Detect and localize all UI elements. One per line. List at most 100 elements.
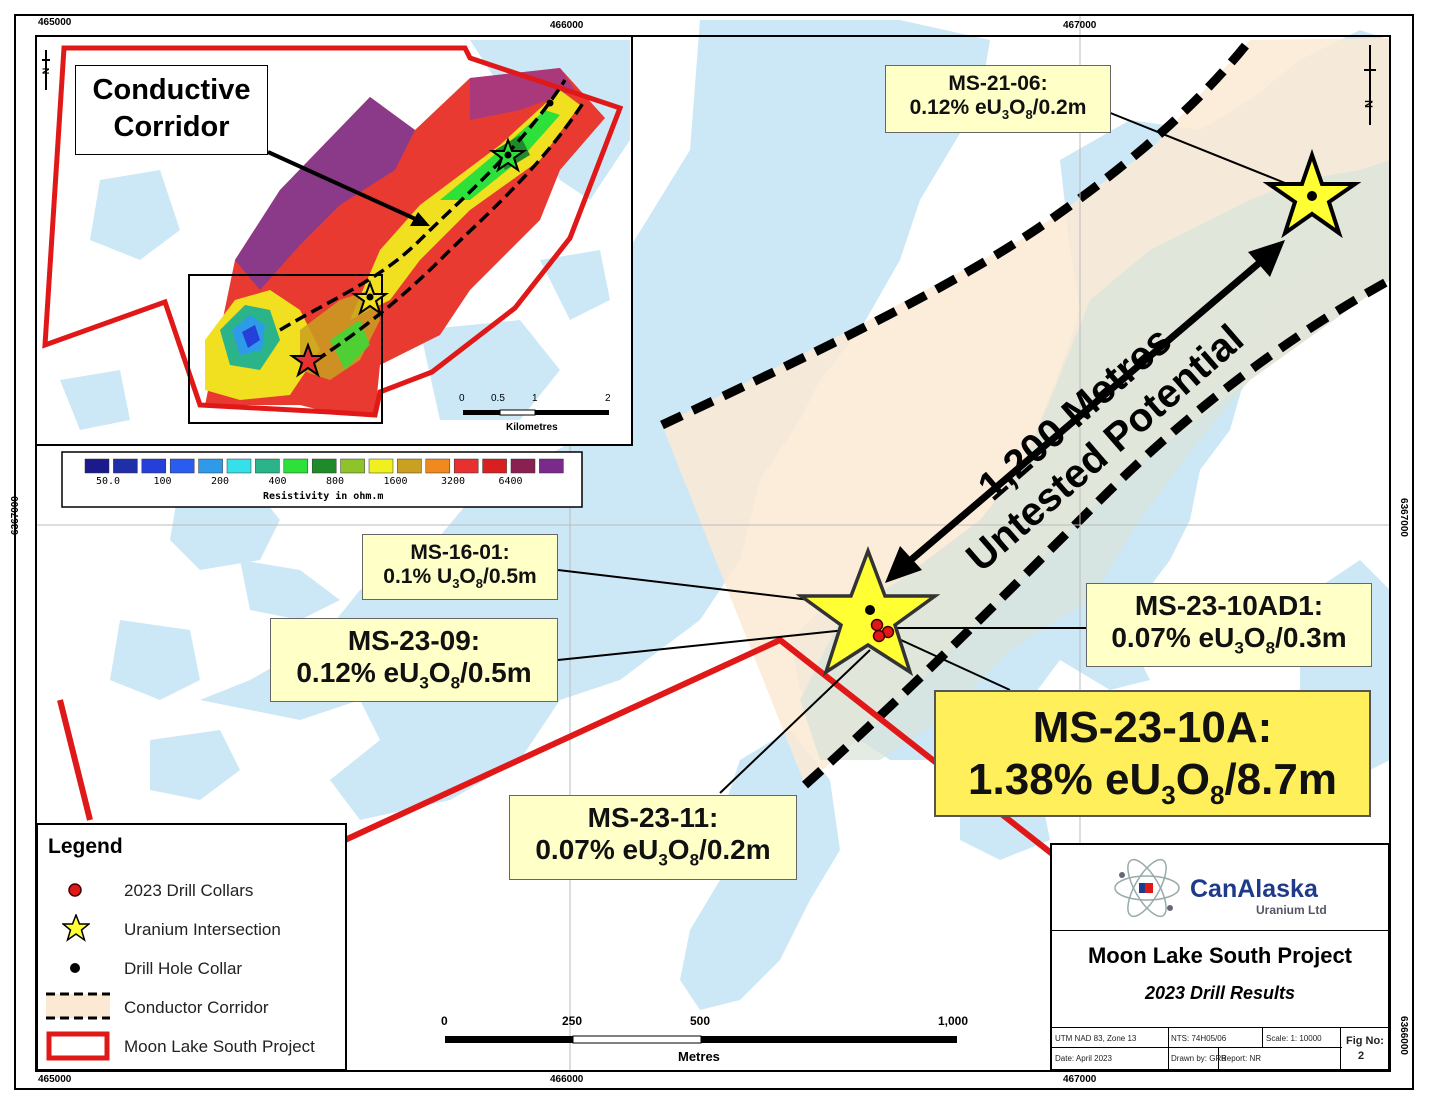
figure-number-label: Fig No:	[1346, 1035, 1384, 1047]
dashed-band-icon	[46, 992, 110, 1020]
inset-scale-tick-0: 0	[459, 393, 465, 404]
legend-item-drill-hole-collar: Drill Hole Collar	[38, 951, 345, 985]
easting-label-bottom-2: 466000	[550, 1074, 584, 1085]
resistivity-caption: Resistivity in ohm.m	[263, 491, 384, 502]
legend-item-drill-collars: 2023 Drill Collars	[38, 873, 345, 907]
legend-label: 2023 Drill Collars	[124, 881, 254, 900]
conductive-corridor-label-line2: Corridor	[113, 111, 230, 143]
callout-grade: 0.12% eU3O8/0.5m	[296, 657, 532, 693]
inset-scale-tick-1: 0.5	[491, 393, 505, 404]
callout-ms-23-10a: MS-23-10A: 1.38% eU3O8/8.7m	[934, 690, 1371, 817]
company-subtitle: Uranium Ltd	[1256, 903, 1327, 917]
red-outline-icon	[46, 1031, 110, 1061]
easting-label-top-2: 466000	[550, 20, 584, 31]
legend-box: Legend 2023 Drill Collars Uranium Inters…	[36, 823, 347, 1071]
resistivity-swatch	[84, 458, 110, 474]
callout-ms-16-01: MS-16-01: 0.1% U3O8/0.5m	[362, 534, 558, 600]
corridor-edge-north	[660, 37, 1254, 430]
resistivity-swatch	[113, 458, 138, 474]
resistivity-swatch	[255, 458, 280, 474]
scale-tick-250: 250	[562, 1014, 583, 1028]
conductive-corridor-label-line1: Conductive	[92, 74, 251, 106]
resistivity-tick-label: 200	[211, 476, 230, 487]
company-logo: CanAlaska Uranium Ltd	[1112, 853, 1332, 923]
uranium-intersection-star-ms2106	[1262, 148, 1362, 239]
callout-ms-23-11: MS-23-11: 0.07% eU3O8/0.2m	[509, 795, 797, 880]
figure-number: 2	[1358, 1050, 1365, 1062]
resistivity-swatch	[482, 458, 507, 474]
callout-grade: 0.1% U3O8/0.5m	[383, 565, 537, 592]
callout-hole-id: MS-23-11:	[587, 802, 719, 833]
easting-label-top-3: 467000	[1063, 20, 1097, 31]
resistivity-swatch	[198, 458, 223, 474]
callout-leaders	[557, 109, 1291, 794]
resistivity-swatch	[510, 458, 536, 474]
callout-hole-id: MS-23-10AD1:	[1134, 590, 1324, 621]
callout-hole-id: MS-21-06:	[948, 72, 1048, 95]
scale-info: Scale: 1: 10000	[1266, 1034, 1322, 1043]
legend-label: Drill Hole Collar	[124, 959, 243, 978]
company-name: CanAlaska	[1190, 875, 1318, 903]
legend-item-project-boundary: Moon Lake South Project	[38, 1029, 345, 1063]
scale-tick-1000: 1,000	[938, 1014, 969, 1028]
callout-grade: 0.07% eU3O8/0.3m	[1111, 622, 1347, 658]
callout-hole-id: MS-16-01:	[410, 541, 510, 564]
resistivity-swatch	[340, 458, 365, 474]
resistivity-swatch	[283, 458, 309, 474]
northing-label-right: 6367000	[1397, 498, 1409, 537]
resistivity-tick-label: 3200	[441, 476, 466, 487]
legend-label: Conductor Corridor	[124, 998, 269, 1017]
uranium-intersection-star-main	[795, 546, 941, 677]
report-info: Report: NR	[1221, 1054, 1262, 1063]
legend-label: Moon Lake South Project	[124, 1037, 315, 1056]
resistivity-swatch	[425, 458, 451, 474]
scale-tick-0: 0	[441, 1014, 448, 1028]
easting-label-bottom-1: 465000	[38, 1074, 72, 1085]
star-icon	[62, 914, 90, 942]
callout-hole-id: MS-23-10A:	[1032, 703, 1273, 752]
resistivity-swatch	[453, 458, 479, 474]
callout-grade: 1.38% eU3O8/8.7m	[968, 754, 1337, 810]
inset-scale-tick-2: 1	[532, 393, 538, 404]
distance-arrow	[885, 240, 1285, 583]
resistivity-tick-label: 800	[326, 476, 345, 487]
corridor-edge-south	[801, 276, 1393, 789]
conductive-corridor-label: Conductive Corridor	[75, 65, 268, 155]
callout-hole-id: MS-23-09:	[347, 625, 481, 656]
callout-ms-23-10ad1: MS-23-10AD1: 0.07% eU3O8/0.3m	[1086, 583, 1372, 667]
north-label-inset: N	[40, 67, 51, 75]
resistivity-tick-label: 6400	[498, 476, 523, 487]
callout-ms-23-09: MS-23-09: 0.12% eU3O8/0.5m	[270, 618, 558, 702]
title-block: CanAlaska Uranium Ltd Moon Lake South Pr…	[1050, 843, 1390, 1071]
northing-label-left: 6367000	[9, 496, 21, 535]
legend-item-uranium-intersection: Uranium Intersection	[38, 912, 345, 946]
resistivity-swatch	[169, 458, 195, 474]
callout-ms-21-06: MS-21-06: 0.12% eU3O8/0.2m	[885, 65, 1111, 133]
resistivity-legend	[61, 451, 583, 508]
scale-unit: Metres	[678, 1049, 720, 1064]
easting-label-top-1: 465000	[38, 17, 72, 28]
black-dot-icon	[70, 963, 80, 973]
north-label-right: N	[1361, 100, 1374, 108]
resistivity-swatch	[141, 458, 167, 474]
date-info: Date: April 2023	[1055, 1054, 1112, 1063]
callout-grade: 0.07% eU3O8/0.2m	[535, 834, 771, 870]
map-title: Moon Lake South Project	[1087, 943, 1353, 968]
resistivity-swatch	[311, 458, 337, 474]
atom-logo-icon	[1114, 858, 1180, 918]
map-subtitle: 2023 Drill Results	[1144, 983, 1296, 1003]
resistivity-swatch	[539, 458, 564, 474]
northing-label-right-bottom: 6366000	[1397, 1016, 1409, 1055]
legend-item-conductor-corridor: Conductor Corridor	[38, 990, 345, 1024]
legend-label: Uranium Intersection	[124, 920, 281, 939]
callout-grade: 0.12% eU3O8/0.2m	[909, 96, 1087, 123]
resistivity-swatch	[368, 458, 394, 474]
resistivity-swatch	[397, 458, 422, 474]
red-dot-icon	[68, 883, 82, 897]
resistivity-tick-label: 1600	[383, 476, 408, 487]
north-arrow	[1364, 45, 1376, 125]
inset-scale-tick-3: 2	[605, 393, 611, 404]
scale-tick-500: 500	[690, 1014, 711, 1028]
projection-info: UTM NAD 83, Zone 13	[1055, 1034, 1137, 1043]
